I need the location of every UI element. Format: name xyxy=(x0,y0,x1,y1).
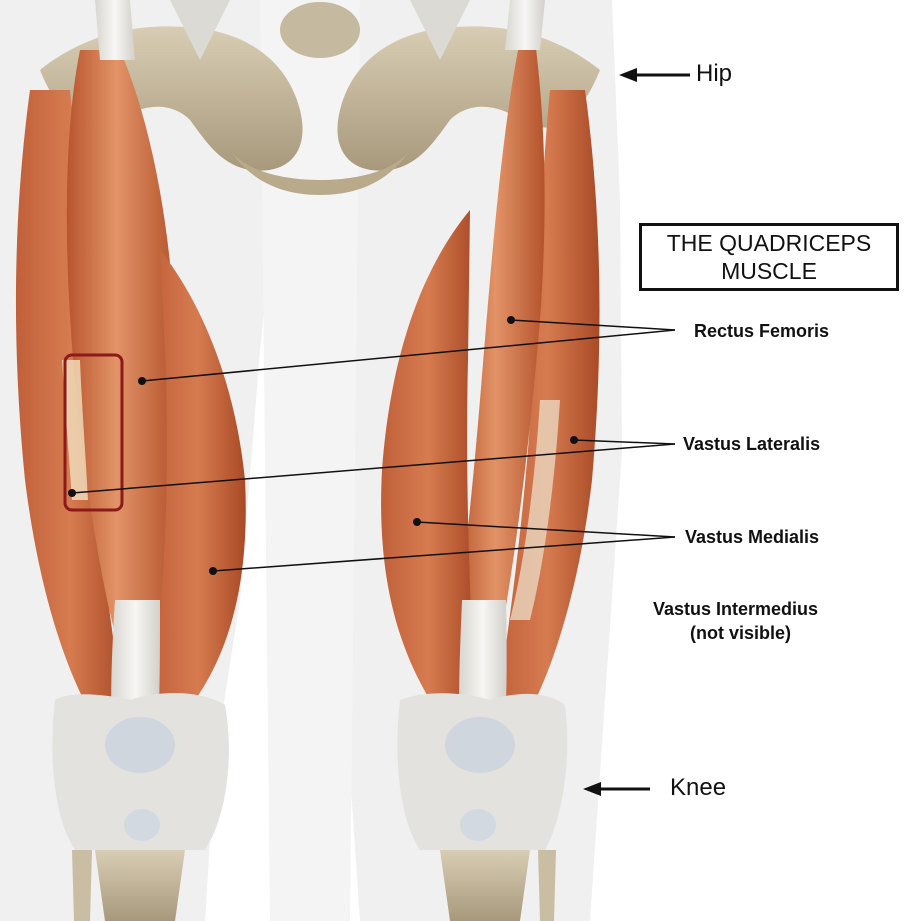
leader-dots xyxy=(68,316,578,575)
left-thigh-muscles xyxy=(15,0,246,730)
vastus-intermedius-label: Vastus Intermedius xyxy=(653,599,819,619)
vastus-lateralis-label: Vastus Lateralis xyxy=(683,434,821,454)
hip-label: Hip xyxy=(696,60,733,87)
leader-lines xyxy=(71,319,676,572)
hip-arrow xyxy=(619,68,690,82)
rectus-femoris-label: Rectus Femoris xyxy=(694,321,830,341)
vastus-intermedius-note: (not visible) xyxy=(690,623,792,643)
left-knee xyxy=(52,693,229,921)
knee-arrow xyxy=(583,782,650,796)
highlight-box xyxy=(63,353,124,512)
vastus-medialis-label: Vastus Medialis xyxy=(685,527,820,547)
knee-label: Knee xyxy=(670,774,727,801)
title-line-1: THE QUADRICEPS xyxy=(666,230,872,256)
title-line-2: MUSCLE xyxy=(721,258,817,284)
right-knee xyxy=(397,693,568,921)
title-box: THE QUADRICEPS MUSCLE xyxy=(639,223,899,291)
